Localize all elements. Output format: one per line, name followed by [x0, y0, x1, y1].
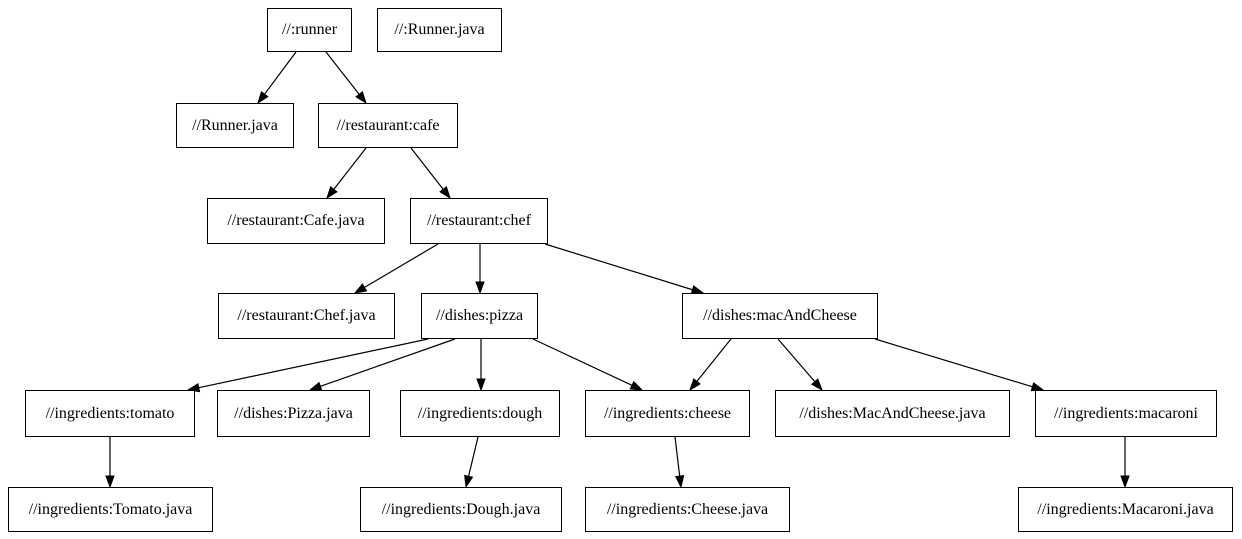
node-dough-java: //ingredients:Dough.java [360, 487, 562, 532]
node-cafe-java: //restaurant:Cafe.java [207, 198, 385, 244]
arrowhead-macaroni-to-macaroni-java [1120, 475, 1130, 489]
node-runner: //:runner [267, 8, 352, 52]
arrowhead-dough-to-dough-java [464, 474, 474, 489]
node-runner-java: //Runner.java [176, 103, 294, 148]
arrowhead-mac-and-cheese-to-cheese [689, 378, 701, 392]
arrowhead-mac-and-cheese-to-mac-and-cheese-java [810, 378, 823, 392]
edge-mac-and-cheese-to-cheese [696, 338, 732, 382]
arrowhead-chef-to-chef-java [353, 283, 368, 294]
edge-pizza-to-tomato [198, 338, 429, 389]
node-cheese-java: //ingredients:Cheese.java [585, 487, 790, 532]
arrowhead-pizza-to-dough [476, 378, 486, 392]
node-chef-java: //restaurant:Chef.java [218, 293, 395, 339]
arrowhead-pizza-to-pizza-java [308, 381, 323, 391]
edge-pizza-to-pizza-java [320, 338, 456, 387]
arrowhead-pizza-to-cheese [629, 380, 644, 391]
node-cafe: //restaurant:cafe [318, 103, 458, 148]
edge-cafe-to-chef [410, 147, 444, 190]
arrowhead-chef-to-pizza [475, 281, 485, 295]
edge-dough-to-dough-java [467, 436, 479, 477]
edge-pizza-to-cheese [532, 338, 633, 386]
node-chef: //restaurant:chef [410, 198, 548, 244]
arrowhead-tomato-to-tomato-java [105, 475, 115, 489]
node-tomato-java: //ingredients:Tomato.java [8, 487, 213, 532]
node-macaroni: //ingredients:macaroni [1035, 390, 1217, 437]
edge-chef-to-chef-java [364, 243, 439, 288]
edge-chef-to-mac-and-cheese [544, 243, 693, 291]
arrowhead-runner-to-runner-java [257, 90, 269, 105]
node-cheese: //ingredients:cheese [585, 390, 750, 437]
node-pizza-java: //dishes:Pizza.java [217, 390, 370, 437]
node-macaroni-java: //ingredients:Macaroni.java [1018, 487, 1233, 532]
edge-cheese-to-cheese-java [674, 436, 681, 477]
edge-mac-and-cheese-to-macaroni [874, 338, 1033, 388]
arrowhead-cheese-to-cheese-java [674, 475, 685, 489]
edge-mac-and-cheese-to-mac-and-cheese-java [777, 338, 816, 383]
node-runner-java-file: //:Runner.java [377, 8, 502, 52]
node-pizza: //dishes:pizza [421, 293, 538, 339]
node-mac-and-cheese-java: //dishes:MacAndCheese.java [775, 390, 1010, 437]
edge-cafe-to-cafe-java [333, 147, 367, 190]
node-dough: //ingredients:dough [400, 390, 560, 437]
arrowhead-runner-to-cafe [355, 91, 367, 105]
node-tomato: //ingredients:tomato [25, 390, 195, 437]
edge-runner-to-runner-java [264, 51, 297, 95]
arrowhead-cafe-to-cafe-java [326, 186, 338, 200]
node-mac-and-cheese: //dishes:macAndCheese [682, 293, 878, 339]
arrowhead-cafe-to-chef [439, 186, 451, 200]
edge-runner-to-cafe [325, 51, 360, 95]
